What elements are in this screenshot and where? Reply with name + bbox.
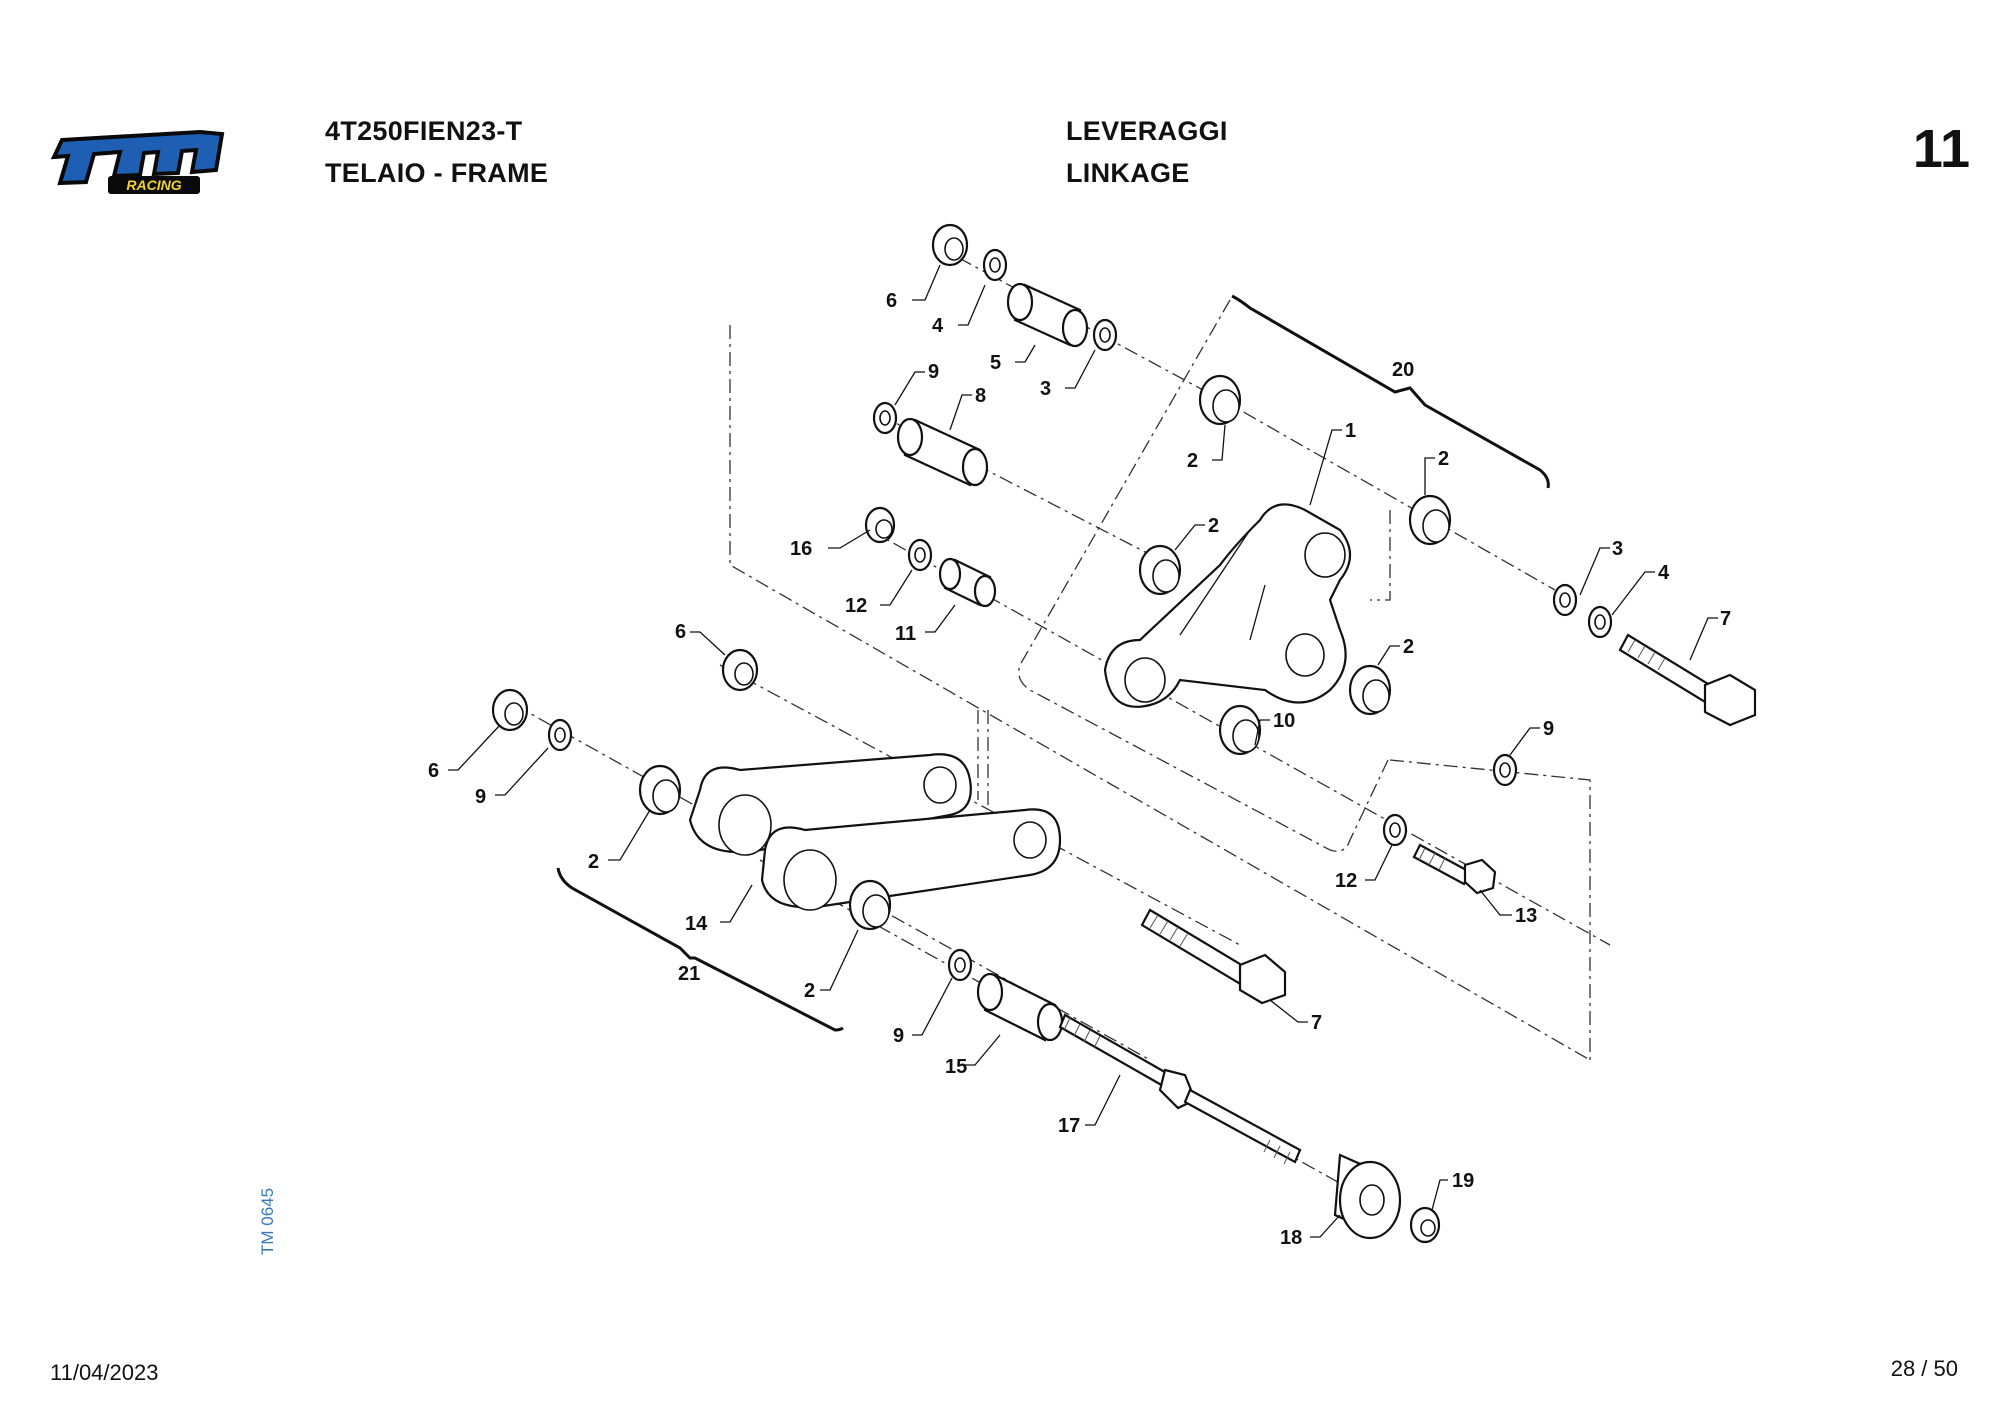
callout-10: 10 bbox=[1273, 710, 1295, 732]
callout-20: 20 bbox=[1392, 359, 1414, 381]
group-title-en: LINKAGE bbox=[1066, 158, 1190, 188]
callout-6: 6 bbox=[886, 290, 897, 312]
spacer-15 bbox=[976, 972, 1064, 1042]
callout-19: 19 bbox=[1452, 1170, 1474, 1192]
leader-lines bbox=[448, 264, 1718, 1238]
callout-9: 9 bbox=[893, 1025, 904, 1047]
callout-11: 11 bbox=[895, 623, 916, 645]
spacer-11 bbox=[938, 557, 997, 608]
axis-line-pivot bbox=[719, 664, 1241, 946]
group-brace-21 bbox=[556, 867, 844, 1032]
spacer-8 bbox=[896, 417, 989, 487]
callout-9: 9 bbox=[1543, 718, 1554, 740]
callout-8: 8 bbox=[975, 385, 986, 407]
callout-12: 12 bbox=[1335, 870, 1357, 892]
callout-3: 3 bbox=[1612, 538, 1623, 560]
group-title-it: LEVERAGGI bbox=[1066, 116, 1228, 146]
callout-4: 4 bbox=[1658, 562, 1670, 584]
group-brace-20 bbox=[1231, 294, 1550, 489]
bolt-7-upper bbox=[1618, 633, 1757, 727]
callout-3: 3 bbox=[1040, 378, 1051, 400]
callout-17: 17 bbox=[1058, 1115, 1080, 1137]
section-title: TELAIO - FRAME bbox=[325, 158, 549, 188]
callout-16: 16 bbox=[790, 538, 812, 560]
bolt-13 bbox=[1412, 843, 1497, 895]
axis-line-middle bbox=[869, 529, 1611, 946]
link-rods bbox=[688, 753, 1062, 911]
rocker-arm bbox=[1103, 503, 1352, 708]
pivot-shaft-17 bbox=[1058, 1013, 1302, 1165]
callout-2: 2 bbox=[588, 851, 599, 873]
callout-15: 15 bbox=[945, 1056, 967, 1078]
callout-21: 21 bbox=[678, 963, 700, 985]
nuts bbox=[491, 223, 1441, 1244]
logo-subtext: RACING bbox=[126, 177, 181, 193]
callout-14: 14 bbox=[685, 913, 708, 935]
bushing-18 bbox=[1333, 1153, 1402, 1240]
callout-2: 2 bbox=[1208, 515, 1219, 537]
tm-racing-logo: RACING bbox=[50, 129, 225, 194]
footer-page-count: 28 / 50 bbox=[1890, 1356, 1958, 1381]
callout-2: 2 bbox=[1187, 450, 1198, 472]
callout-9: 9 bbox=[475, 786, 486, 808]
footer-date: 11/04/2023 bbox=[50, 1360, 159, 1385]
callout-1: 1 bbox=[1345, 420, 1356, 442]
callout-6: 6 bbox=[428, 760, 439, 782]
callout-18: 18 bbox=[1280, 1227, 1302, 1249]
callout-2: 2 bbox=[1403, 636, 1414, 658]
model-code: 4T250FIEN23-T bbox=[325, 116, 523, 146]
axis-line-connector bbox=[1370, 510, 1391, 601]
needle-bearings bbox=[638, 374, 1452, 931]
callout-2: 2 bbox=[804, 980, 815, 1002]
callout-2: 2 bbox=[1438, 448, 1449, 470]
callout-13: 13 bbox=[1515, 905, 1537, 927]
callout-9: 9 bbox=[928, 361, 939, 383]
assembly-outline-right bbox=[1389, 759, 1591, 1060]
callout-5: 5 bbox=[990, 352, 1001, 374]
callout-6: 6 bbox=[675, 621, 686, 643]
callout-7: 7 bbox=[1720, 608, 1731, 630]
callout-12: 12 bbox=[845, 595, 867, 617]
drawing-reference: TM 0645 bbox=[258, 1187, 277, 1255]
page-number: 11 bbox=[1912, 119, 1970, 179]
callout-7: 7 bbox=[1311, 1012, 1322, 1034]
washers bbox=[547, 248, 1613, 982]
bolt-7-lower bbox=[1140, 908, 1287, 1005]
callout-4: 4 bbox=[932, 315, 944, 337]
assembly-outline-main bbox=[729, 325, 1591, 1061]
spacer-5 bbox=[1006, 282, 1089, 348]
callout-labels: 6 4 5 3 9 8 20 2 1 2 2 16 12 11 3 4 7 2 … bbox=[428, 290, 1731, 1249]
